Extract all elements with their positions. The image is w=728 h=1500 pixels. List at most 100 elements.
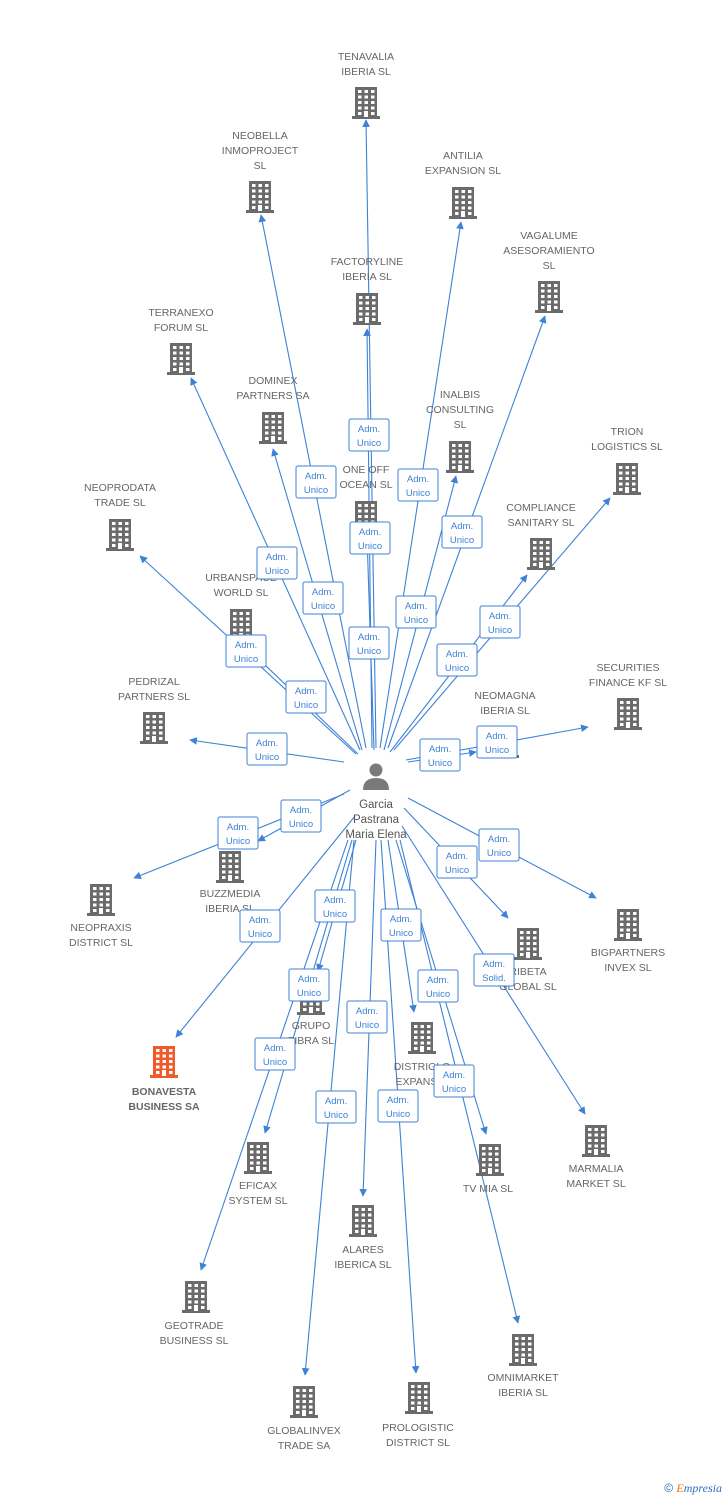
company-label: MARMALIA (569, 1163, 624, 1175)
company-label: COMPLIANCE (506, 502, 575, 514)
copyright-symbol: © (664, 1481, 674, 1495)
edge-label-geotrade[interactable]: Adm.Unico (254, 1037, 296, 1071)
edge-label-text: Adm. (483, 959, 505, 970)
edge-label-omnimarket[interactable]: Adm.Unico (433, 1064, 475, 1098)
edge-label-text: Adm. (235, 640, 257, 651)
company-label: BONAVESTA (132, 1086, 197, 1098)
edge-label-inalbis[interactable]: Adm.Unico (395, 595, 437, 629)
edge-label-marmalia[interactable]: Adm.Solid. (473, 953, 515, 987)
company-node-tvmia[interactable]: TV MIA SL (463, 1144, 513, 1195)
company-label: CONSULTING (426, 404, 494, 416)
edge-label-text: Adm. (295, 686, 317, 697)
edge-label-urbanspace[interactable]: Adm.Unico (285, 680, 327, 714)
building-icon (216, 851, 244, 883)
company-label: BUSINESS SA (128, 1101, 200, 1113)
edge-label-neopraxis[interactable]: Adm.Unico (217, 816, 259, 850)
edge-label-bonavesta[interactable]: Adm.Unico (239, 909, 281, 943)
edge-label-text: Unico (357, 438, 381, 449)
edge-label-factoryline[interactable]: Adm.Unico (349, 521, 391, 555)
edge-label-dominex[interactable]: Adm.Unico (302, 581, 344, 615)
edge-label-globalinvex[interactable]: Adm.Unico (315, 1090, 357, 1124)
edge-label-vagalume[interactable]: Adm.Unico (441, 515, 483, 549)
edge-label-tvmia[interactable]: Adm.Unico (417, 969, 459, 1003)
edge-label-antilia[interactable]: Adm.Unico (397, 468, 439, 502)
company-label: DOMINEX (248, 375, 297, 387)
edge-label-neobella[interactable]: Adm.Unico (295, 465, 337, 499)
edge-label-grupo[interactable]: Adm.Unico (314, 889, 356, 923)
company-label: EFICAX (239, 1180, 277, 1192)
company-label: IBERIA SL (498, 1387, 548, 1399)
edge-label-pedrizal[interactable]: Adm.Unico (246, 732, 288, 766)
company-label: SL (543, 260, 556, 272)
edge-label-neoprodata[interactable]: Adm. Unico (225, 634, 267, 668)
edge-label-box (441, 515, 483, 549)
edge-label-ribeta[interactable]: Adm.Unico (436, 845, 478, 879)
edge-label-box (436, 845, 478, 879)
building-icon (405, 1382, 433, 1414)
company-node-bonavesta[interactable]: BONAVESTA BUSINESS SA (128, 1046, 200, 1113)
edge-label-tenavalia[interactable]: Adm.Unico (348, 418, 390, 452)
edge-label-distriglo[interactable]: Adm.Unico (380, 908, 422, 942)
edge-label-text: Unico (234, 654, 258, 665)
edge-label-box (348, 418, 390, 452)
edge-label-text: Unico (358, 541, 382, 552)
edge-label-text: Unico (487, 848, 511, 859)
edge-label-securities[interactable]: Adm.Unico (476, 725, 518, 759)
edge-label-neomagna[interactable]: Adm. Unico (419, 738, 461, 772)
edge-label-box (246, 732, 288, 766)
edge-label-buzzmedia[interactable]: Adm.Unico (280, 799, 322, 833)
edge-label-text: Adm. (227, 822, 249, 833)
edge-label-text: Adm. (429, 744, 451, 755)
edge-label-alares[interactable]: Adm.Unico (346, 1000, 388, 1034)
company-label: FACTORYLINE (331, 256, 404, 268)
building-icon (244, 1142, 272, 1174)
edge-label-eficax[interactable]: Adm.Unico (288, 968, 330, 1002)
edge-label-terranexo[interactable]: Adm.Unico (256, 546, 298, 580)
company-label: RIBETA (509, 966, 546, 978)
building-icon (140, 712, 168, 744)
edge-label-prologistic[interactable]: Adm.Unico (377, 1089, 419, 1123)
edge-label-trion[interactable]: Adm.Unico (479, 605, 521, 639)
company-label: TRION (611, 426, 644, 438)
edge-label-text: Unico (406, 488, 430, 499)
company-label: BIGPARTNERS (591, 947, 665, 959)
edge-label-box (395, 595, 437, 629)
edge-label-oneoff[interactable]: Adm.Unico (348, 626, 390, 660)
edge-label-box (346, 1000, 388, 1034)
building-icon (509, 1334, 537, 1366)
edge-label-compliance[interactable]: Adm.Unico (436, 643, 478, 677)
building-icon (476, 1144, 504, 1176)
edge-label-box (478, 828, 520, 862)
edge-label-text: Unico (428, 758, 452, 769)
edge-label-text: Unico (450, 535, 474, 546)
building-icon (106, 519, 134, 551)
company-label: IBERIA SL (480, 705, 530, 717)
edge-label-bigpartners[interactable]: Adm.Unico (478, 828, 520, 862)
